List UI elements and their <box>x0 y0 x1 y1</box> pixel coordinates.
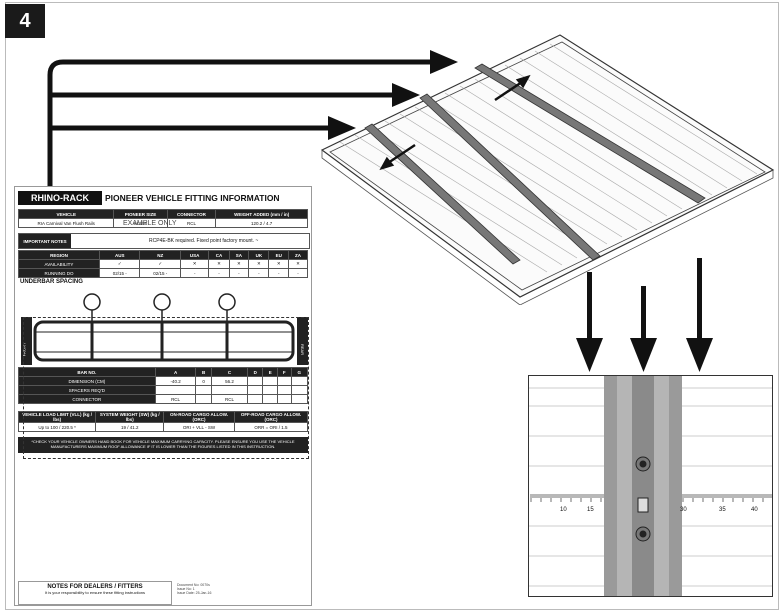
scale-label-30: 30 <box>680 507 687 513</box>
vehicle-header-cell: VEHICLE <box>17 209 115 219</box>
availability-cell: ✕ <box>179 259 210 269</box>
connector-cell <box>195 394 212 404</box>
load-header-cell: VEHICLE LOAD LIMIT (VLL) (kg / lbs) <box>17 411 97 423</box>
vehicle-value-cell: RIA Carnival Van Flush Rails <box>17 218 115 228</box>
load-value-cell: ORR = ORI / 1.5 <box>233 422 309 432</box>
load-header-cell: OFF-ROAD CARGO ALLOW. (ORC) <box>233 411 309 423</box>
instruction-frame <box>5 2 779 610</box>
scale-label-40: 40 <box>751 507 758 513</box>
watermark-text: EXAMPLE ONLY <box>123 220 177 227</box>
slide-arrows <box>379 74 531 171</box>
notes-title: NOTES FOR DEALERS / FITTERS <box>47 584 143 590</box>
dashed-highlight-box <box>23 317 309 459</box>
scale-label-35: 35 <box>719 507 726 513</box>
availability-cell: ✕ <box>208 259 230 269</box>
region-header-cell: ZA <box>288 250 308 260</box>
important-notes-label: IMPORTANT NOTES <box>19 234 71 248</box>
vehicle-value-cell: 120.2 / 4.7 <box>215 218 308 228</box>
vehicle-value-cell: RCL <box>166 218 217 228</box>
region-header-cell: SA <box>228 250 250 260</box>
arrow-head-top <box>430 50 458 74</box>
running-date-cell: 02/15 - <box>98 268 141 278</box>
arrow-head-middle <box>392 83 420 107</box>
arrow-head-bottom <box>328 116 356 140</box>
availability-cell: ✕ <box>268 259 290 269</box>
scale-label-10: 10 <box>560 507 567 513</box>
step-number: 4 <box>19 9 31 32</box>
vehicle-header-cell: PIONEER SIZE <box>113 209 168 219</box>
brand-logo: RHINO-RACK <box>18 191 102 205</box>
crossbar-detail-zoom: 10 15 30 35 40 <box>528 375 773 597</box>
document-meta: Document No: 0070s Issue No: 1 Issue Dat… <box>177 583 211 595</box>
step-number-badge: 4 <box>5 4 45 38</box>
issue-date: Issue Date: 25-Jan-16 <box>177 591 212 595</box>
connector-cell <box>247 394 264 404</box>
running-date-cell: - <box>179 268 210 278</box>
important-notes-box: IMPORTANT NOTES RCP4E-BK required. Fixed… <box>18 233 310 249</box>
vehicle-header-cell: WEIGHT ADDED (mm / in) <box>215 209 308 219</box>
running-date-cell: - <box>268 268 290 278</box>
vehicle-value-cell: SC155 <box>113 218 168 228</box>
region-header-cell: NZ <box>139 250 181 260</box>
notes-box: NOTES FOR DEALERS / FITTERS It is your r… <box>18 581 172 605</box>
running-date-cell: - <box>288 268 308 278</box>
plus-marker: + <box>299 305 304 314</box>
fitting-info-sheet: RHINO-RACK PIONEER VEHICLE FITTING INFOR… <box>14 186 312 606</box>
availability-cell: ✕ <box>288 259 308 269</box>
load-value-cell: Up to 100 / 220.5 * <box>17 422 97 432</box>
connector-cell <box>290 394 309 404</box>
running-date-cell: - <box>228 268 250 278</box>
minus-marker: - <box>23 305 26 314</box>
warning-banner: *CHECK YOUR VEHICLE OWNERS HAND BOOK FOR… <box>18 437 308 453</box>
availability-cell: ✓ <box>98 259 141 269</box>
region-header-cell: REGION <box>18 250 100 260</box>
crossbars <box>364 63 706 265</box>
roof-rack-platform-drawing <box>320 34 775 305</box>
connector-label: CONNECTOR <box>18 394 156 404</box>
issue-number: Issue No: 1 <box>177 587 195 591</box>
running-label: RUNNING DO <box>18 268 100 278</box>
underbar-spacing-label: UNDERBAR SPACING <box>20 279 83 285</box>
load-table: VEHICLE LOAD LIMIT (VLL) (kg / lbs)SYSTE… <box>17 411 309 432</box>
scale-label-15: 15 <box>587 507 594 513</box>
region-header-cell: USA <box>179 250 210 260</box>
running-date-cell: - <box>208 268 230 278</box>
region-header-cell: AUS <box>98 250 141 260</box>
arrow-path-top <box>47 59 435 190</box>
sheet-title: PIONEER VEHICLE FITTING INFORMATION <box>105 193 280 203</box>
notes-text: It is your responsibility to ensure thes… <box>44 590 146 595</box>
running-date-cell: - <box>248 268 270 278</box>
region-header-cell: EU <box>268 250 290 260</box>
region-header-cell: UK <box>248 250 270 260</box>
detail-drawing <box>529 376 772 596</box>
availability-label: AVAILABILITY <box>18 259 100 269</box>
important-notes-text: RCP4E-BK required. Fixed point factory m… <box>149 238 259 244</box>
down-arrows <box>576 258 713 372</box>
running-date-cell: 02/15 - <box>139 268 181 278</box>
availability-cell: ✕ <box>248 259 270 269</box>
availability-cell: ✓ <box>139 259 181 269</box>
availability-cell: ✕ <box>228 259 250 269</box>
vehicle-header-cell: CONNECTOR <box>166 209 217 219</box>
region-header-cell: CA <box>208 250 230 260</box>
doc-number: Document No: 0070s <box>177 583 210 587</box>
underbar-spacing-diagram <box>21 293 308 365</box>
